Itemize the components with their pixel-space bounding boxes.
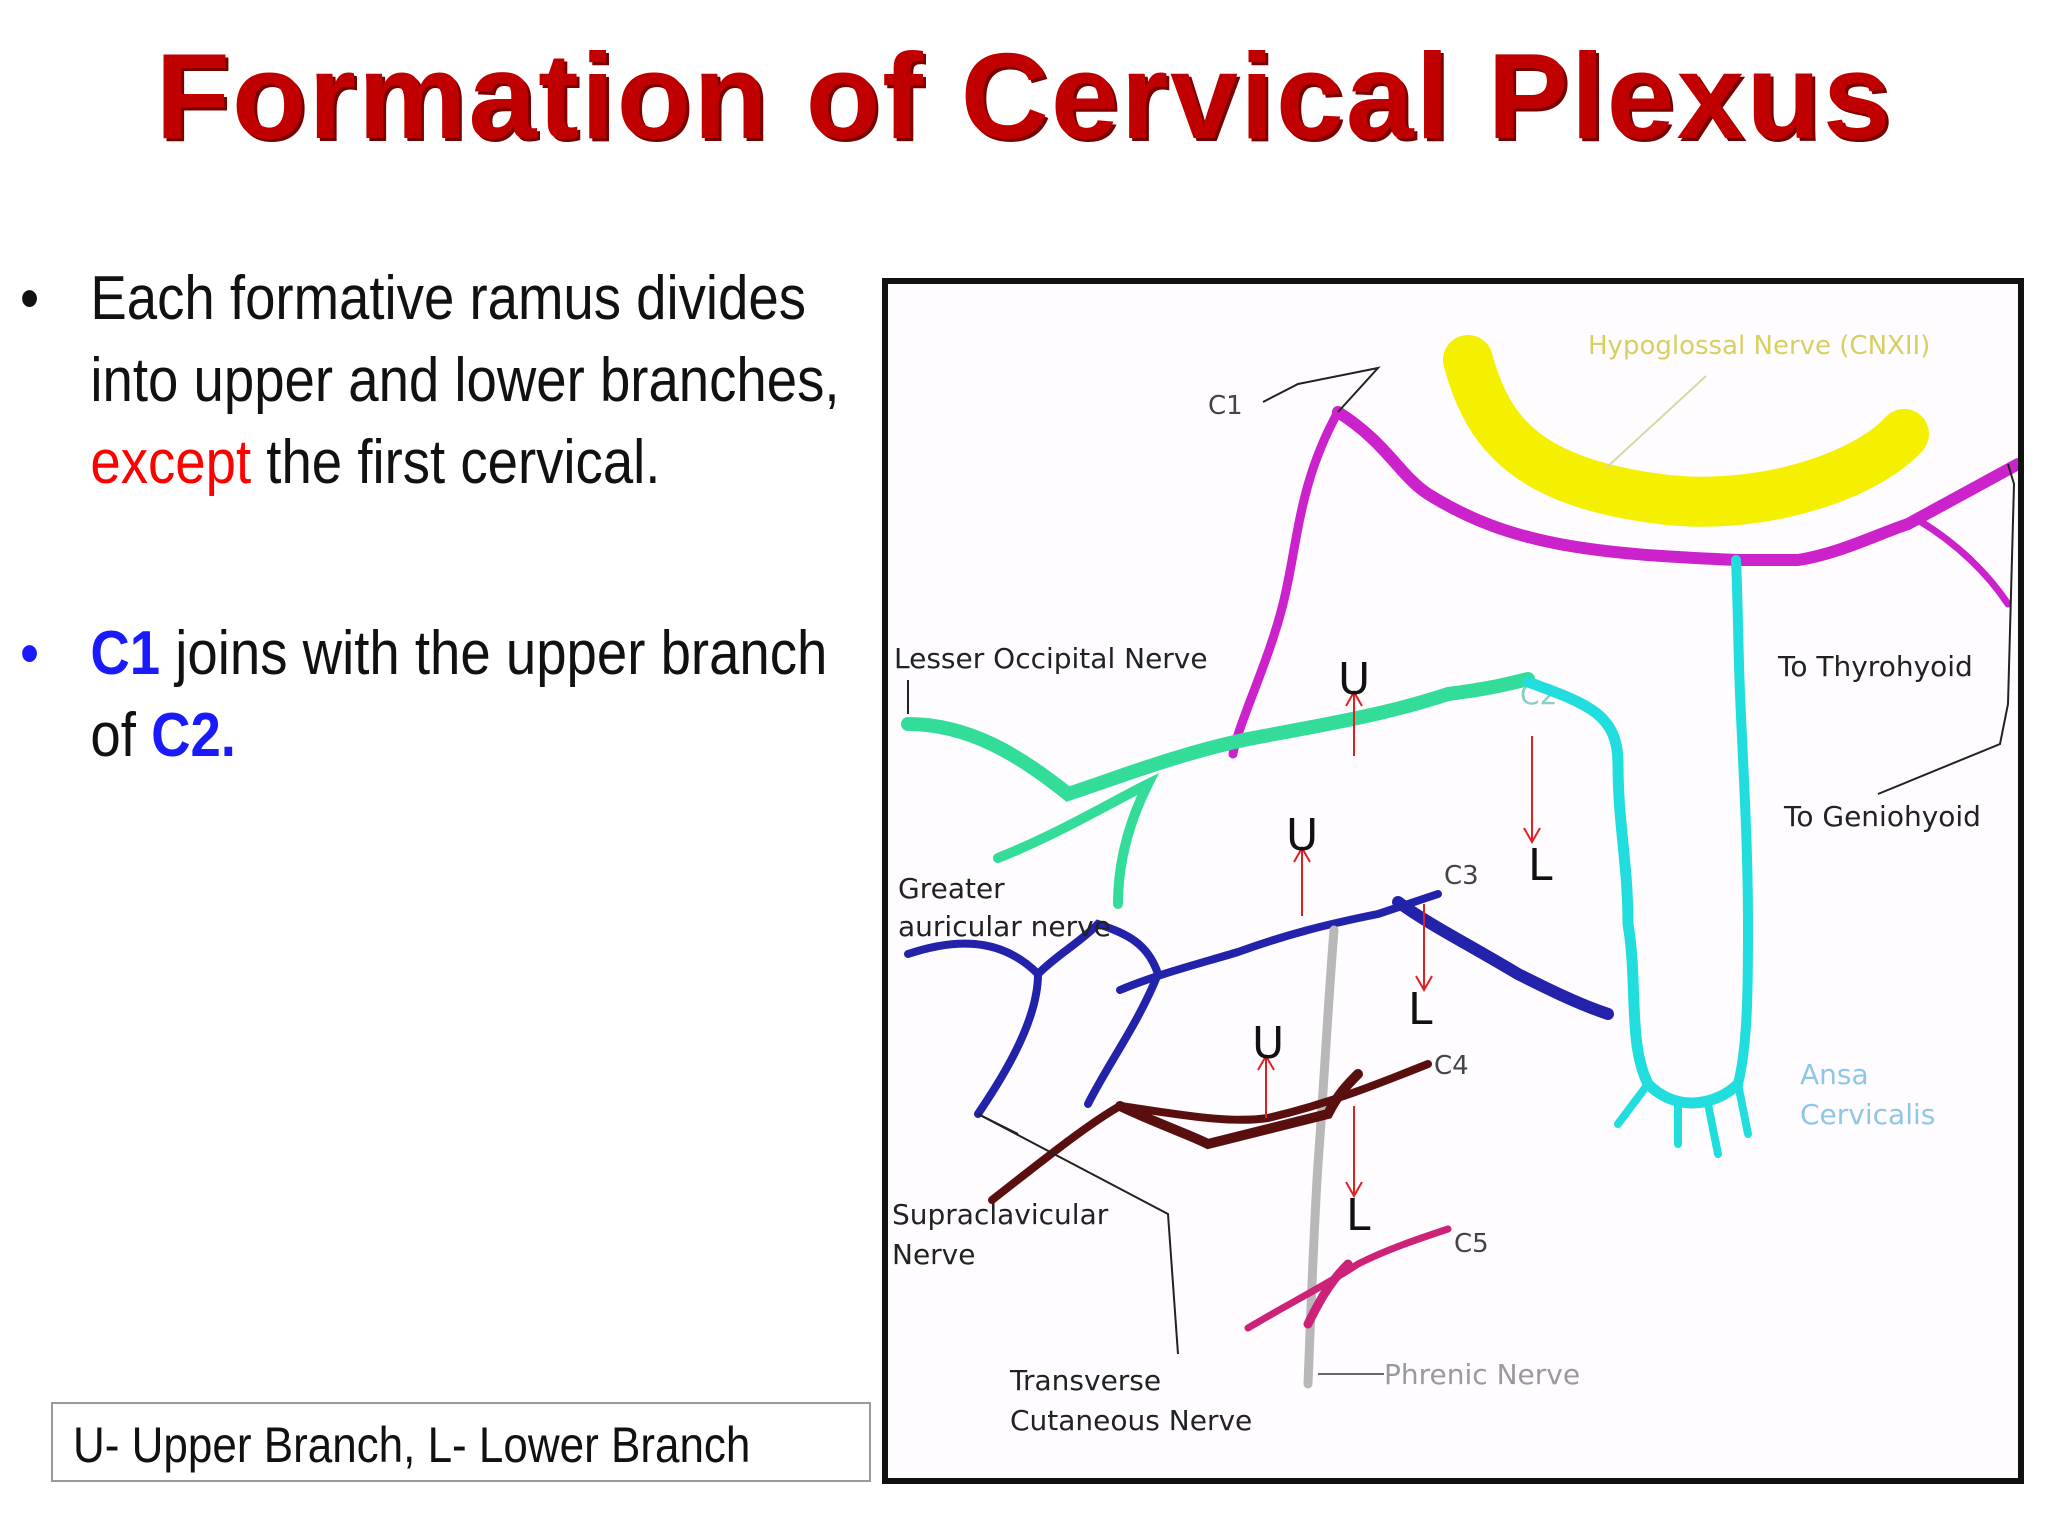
slide-title: Formation of Cervical Plexus bbox=[155, 28, 1893, 164]
bullet-2-text-middle: joins with the upper branch of bbox=[90, 619, 828, 770]
hypoglossal-nerve bbox=[1443, 335, 1929, 527]
bullet-text-2: C1 joins with the upper branch of C2. bbox=[90, 613, 882, 777]
bullet-1-text-start: Each formative ramus divides into upper … bbox=[90, 264, 840, 415]
c1-label: C1 bbox=[1208, 391, 1243, 421]
phrenic-label: Phrenic Nerve bbox=[1384, 1358, 1580, 1391]
c4-label: C4 bbox=[1434, 1051, 1469, 1081]
c3-connector bbox=[1034, 919, 1163, 1108]
c4-branch bbox=[1115, 1069, 1363, 1150]
lesser-occipital-label: Lesser Occipital Nerve bbox=[894, 642, 1208, 675]
arrow-c4-upper-head bbox=[1257, 1053, 1275, 1071]
u-label-c3: U bbox=[1286, 810, 1318, 861]
cervical-plexus-diagram: Hypoglossal Nerve (CNXII) C1 Lesser Occi… bbox=[882, 278, 2024, 1484]
transverse-cutaneous-label-1: Transverse bbox=[1009, 1364, 1161, 1397]
bullet-text-1: Each formative ramus divides into upper … bbox=[90, 258, 882, 504]
phrenic-nerve bbox=[1303, 925, 1339, 1389]
hypoglossal-leader-line bbox=[1605, 375, 1707, 469]
bullet-marker: • bbox=[20, 264, 40, 333]
arrow-c3-lower-head bbox=[1415, 975, 1433, 993]
transverse-cutaneous-label-2: Cutaneous Nerve bbox=[1010, 1404, 1252, 1437]
c3-label: C3 bbox=[1444, 861, 1479, 891]
thyrohyoid-label: To Thyrohyoid bbox=[1777, 650, 1973, 683]
l-label-c4: L bbox=[1346, 1190, 1371, 1241]
ansa-cervicalis-twigs bbox=[1614, 1080, 1752, 1158]
c3-greater-auricular-branch bbox=[904, 939, 1043, 1118]
ansa-label-1: Ansa bbox=[1800, 1058, 1869, 1091]
c1-descending-branch bbox=[1228, 407, 1343, 759]
l-label-c3: L bbox=[1408, 984, 1433, 1035]
arrow-c2-upper-head bbox=[1345, 689, 1363, 707]
bullet-1-text-end: the first cervical. bbox=[251, 428, 661, 497]
legend-box: U- Upper Branch, L- Lower Branch bbox=[51, 1402, 871, 1482]
c4-nerve bbox=[988, 1060, 1432, 1204]
bullet-2-c1: C1 bbox=[90, 619, 161, 688]
bullet-1-highlight: except bbox=[90, 428, 252, 497]
c5-nerve bbox=[1244, 1225, 1452, 1332]
c3-nerve bbox=[1116, 890, 1442, 994]
arrow-c3-upper-head bbox=[1293, 845, 1311, 863]
supraclavicular-label-1: Supraclavicular bbox=[892, 1198, 1109, 1231]
ansa-cervicalis-descendens bbox=[1522, 676, 1744, 1109]
arrow-c4-lower-head bbox=[1345, 1181, 1363, 1199]
c3-lower-branch bbox=[1392, 896, 1614, 1020]
u-label-c2: U bbox=[1338, 654, 1370, 705]
greater-auricular-label-1: Greater bbox=[898, 872, 1005, 905]
c5-label: C5 bbox=[1454, 1229, 1489, 1259]
supraclavicular-label-2: Nerve bbox=[892, 1238, 975, 1271]
transverse-cutaneous-leader bbox=[977, 1113, 1179, 1355]
c1-thyrohyoid-branch bbox=[1914, 516, 2012, 608]
thyrohyoid-leader bbox=[1877, 463, 2016, 795]
c2-lesser-occipital-branch bbox=[993, 772, 1160, 909]
c5-branch bbox=[1303, 1259, 1353, 1329]
ansa-label-2: Cervicalis bbox=[1800, 1098, 1935, 1131]
l-label-c2: L bbox=[1528, 840, 1553, 891]
c1-pointer bbox=[1262, 366, 1381, 413]
geniohyoid-label: To Geniohyoid bbox=[1783, 800, 1981, 833]
arrow-c2-lower-head bbox=[1523, 827, 1541, 845]
c2-nerve bbox=[901, 672, 1535, 802]
ansa-cervicalis-ascending bbox=[1731, 555, 1754, 1089]
bullet-2-c2: C2. bbox=[151, 701, 236, 770]
diagram-canvas: Hypoglossal Nerve (CNXII) C1 Lesser Occi… bbox=[892, 331, 2018, 1437]
greater-auricular-label-2: auricular nerve bbox=[898, 910, 1111, 943]
bullet-marker: • bbox=[20, 619, 40, 688]
c1-nerve bbox=[1332, 406, 2018, 566]
legend-text: U- Upper Branch, L- Lower Branch bbox=[73, 1417, 751, 1473]
u-label-c4: U bbox=[1252, 1018, 1284, 1069]
hypoglossal-label: Hypoglossal Nerve (CNXII) bbox=[1588, 331, 1930, 361]
branch-arrows bbox=[1257, 689, 1541, 1199]
